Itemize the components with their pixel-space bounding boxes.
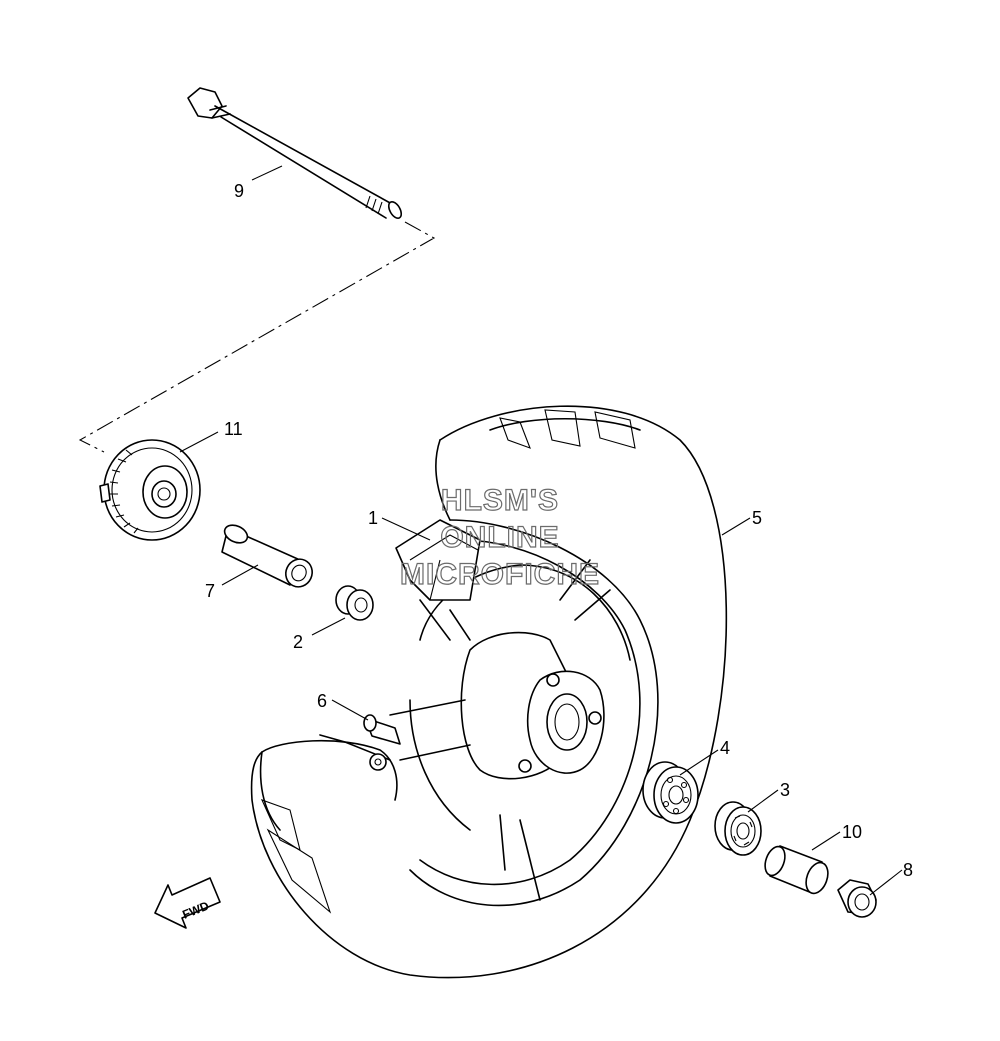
callout-1: 1: [368, 508, 378, 528]
watermark-line-1: HLSM'S: [441, 484, 559, 517]
callout-3: 3: [780, 780, 790, 800]
forward-direction-arrow: FWD: [154, 877, 221, 929]
bearing-part-4[interactable]: [642, 761, 699, 824]
wheel-rim: [389, 519, 659, 907]
spacer-part-10[interactable]: [761, 844, 831, 897]
callout-2: 2: [293, 632, 303, 652]
watermark: HLSM'S ONLINE MICROFICHE: [399, 483, 600, 591]
callout-labels: 9 11 1 5 7 2 6 4 3 10 8: [205, 181, 913, 880]
alignment-dashed-line: [78, 221, 436, 453]
brake-shoe-part-1[interactable]: [395, 519, 481, 601]
callout-9: 9: [234, 181, 244, 201]
callout-10: 10: [842, 822, 862, 842]
callout-8: 8: [903, 860, 913, 880]
nut-part-8[interactable]: [837, 879, 877, 918]
watermark-line-3: MICROFICHE: [400, 558, 600, 591]
callout-5: 5: [752, 508, 762, 528]
callout-6: 6: [317, 691, 327, 711]
callout-7: 7: [205, 581, 215, 601]
valve-stem-part-6[interactable]: [319, 714, 401, 771]
callout-11: 11: [224, 419, 243, 439]
tire-part-5[interactable]: [250, 405, 728, 979]
leader-lines: [179, 165, 903, 896]
meter-gear-unit-part-11[interactable]: [99, 439, 201, 541]
bearing-part-3[interactable]: [714, 801, 762, 856]
collar-part-2[interactable]: [335, 585, 374, 621]
watermark-line-2: ONLINE: [440, 521, 559, 554]
axle-bolt-part-9[interactable]: [187, 87, 404, 220]
callout-4: 4: [720, 738, 730, 758]
collar-part-7[interactable]: [221, 522, 317, 592]
